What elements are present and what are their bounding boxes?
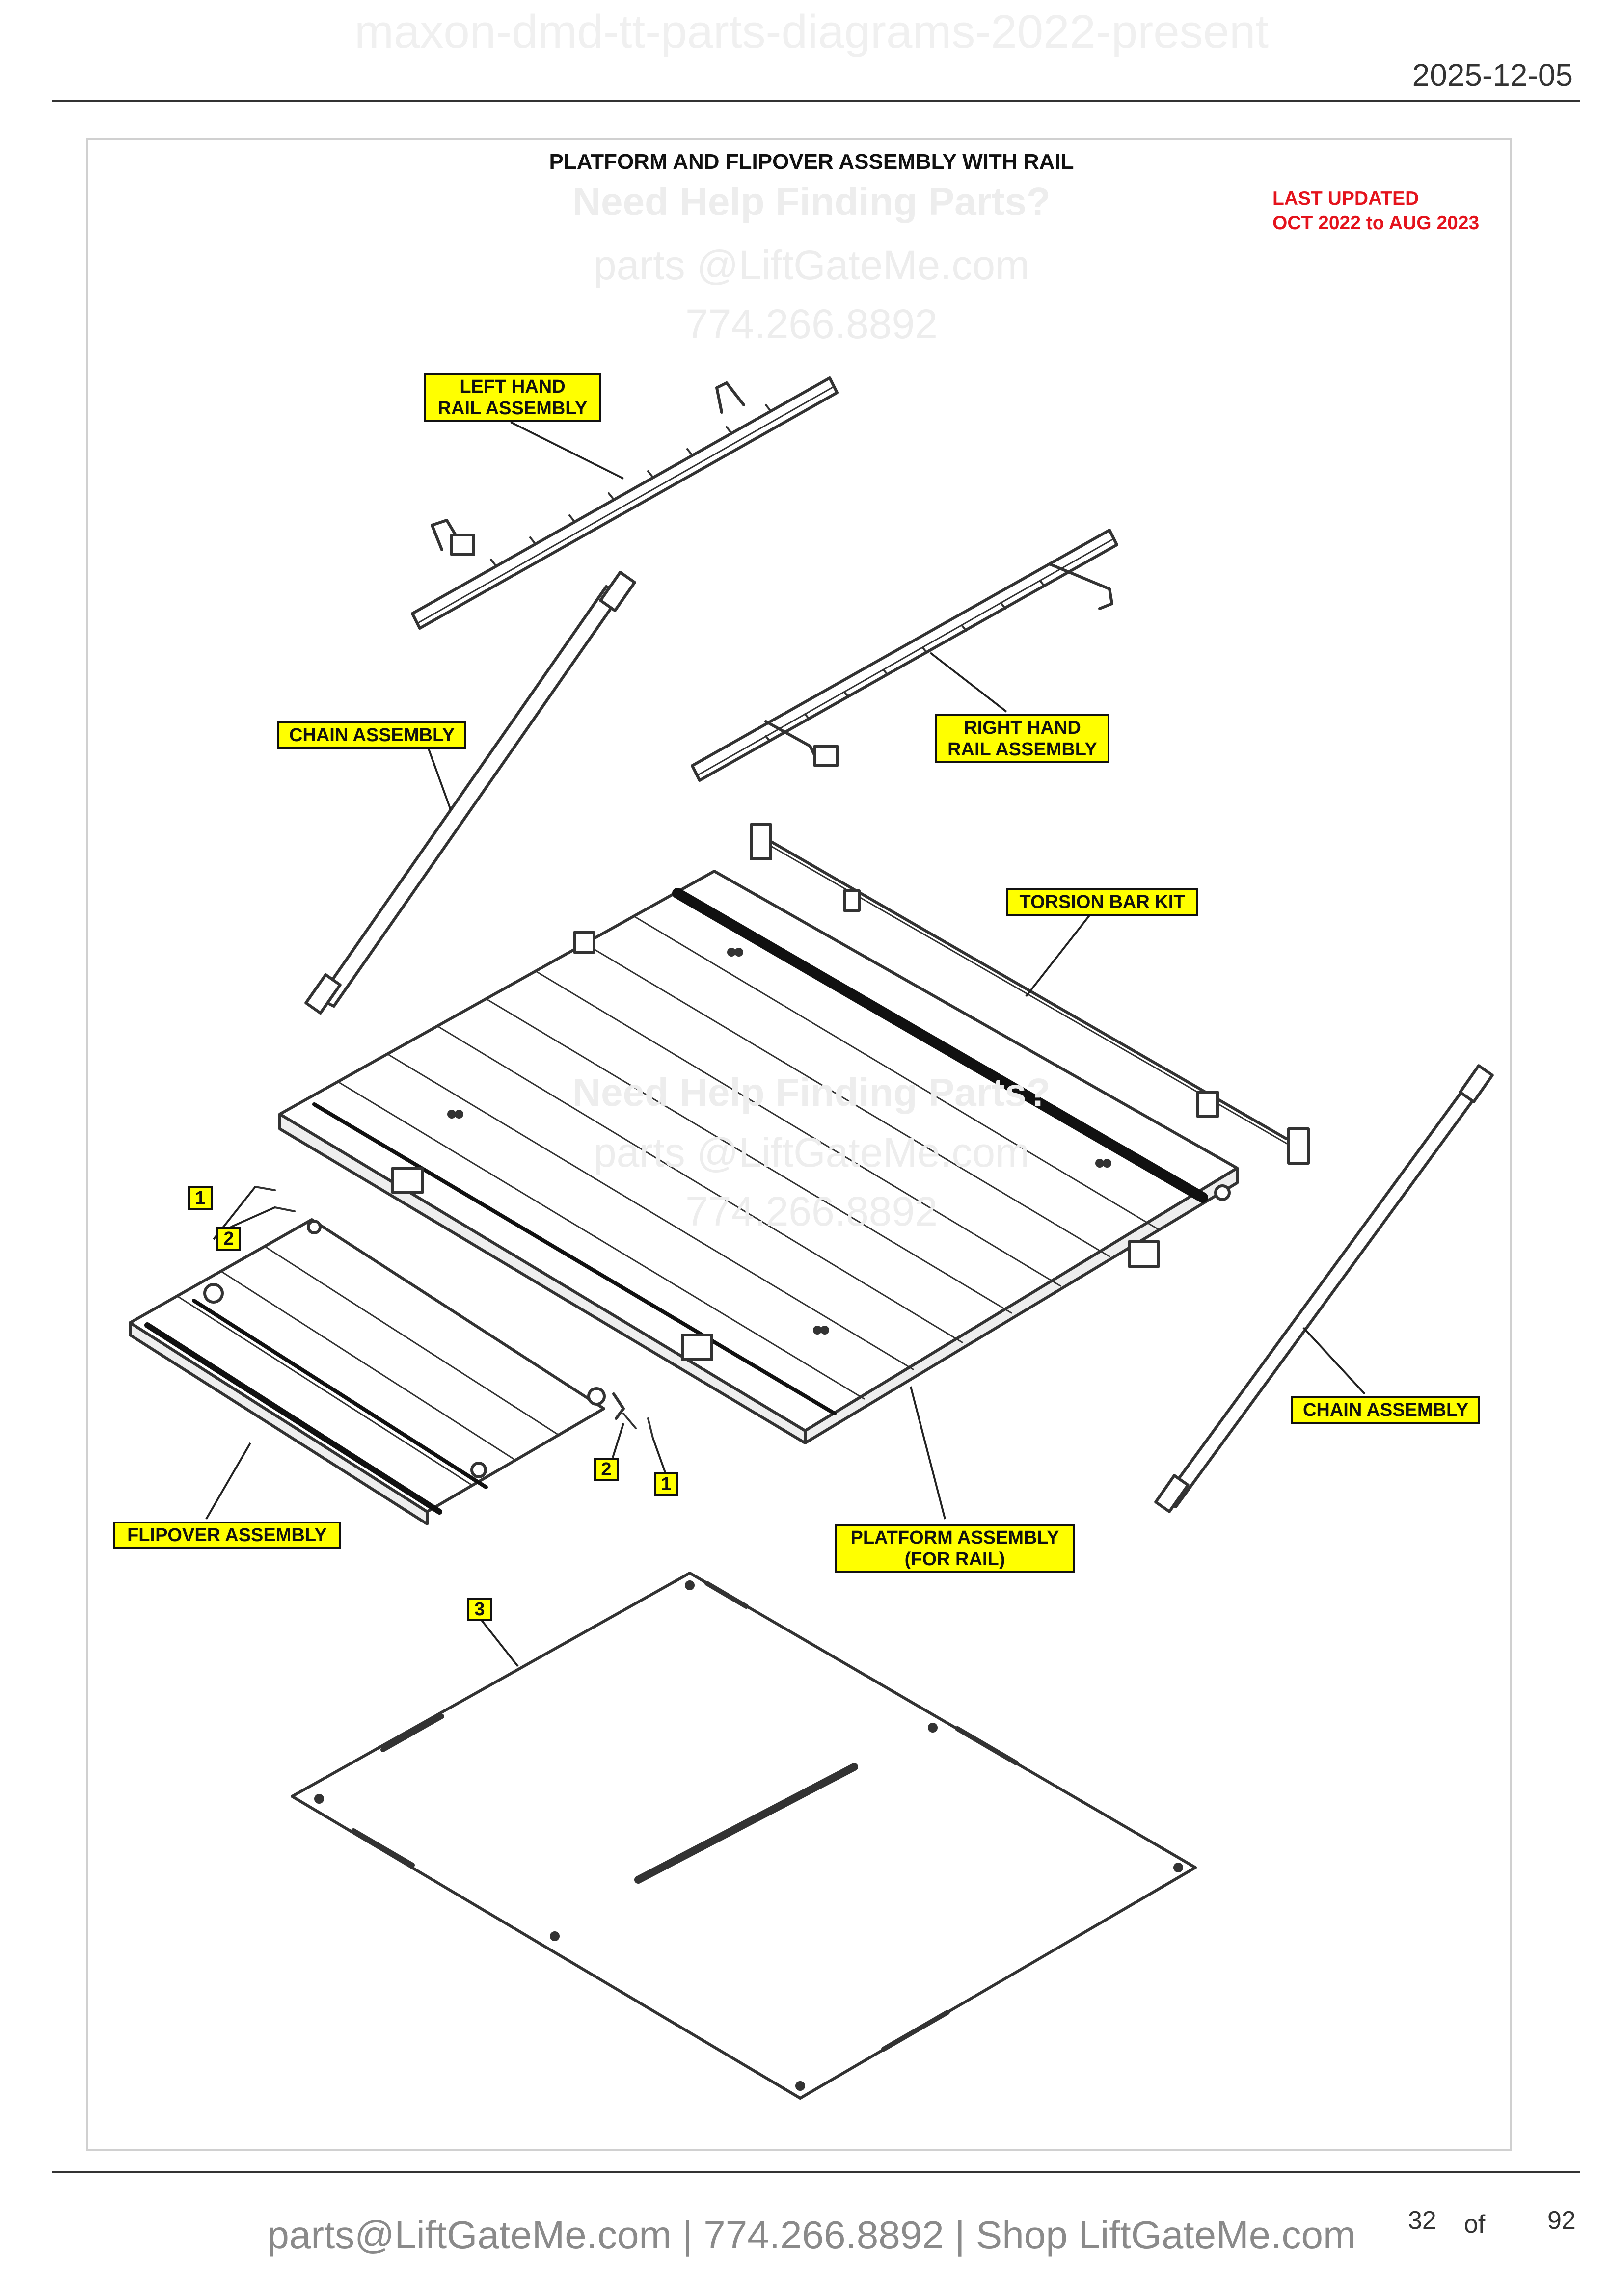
diagram-frame — [86, 138, 1512, 2151]
document-title: maxon-dmd-tt-parts-diagrams-2022-present — [354, 5, 1269, 58]
chain-assembly-left-label: CHAIN ASSEMBLY — [277, 721, 466, 749]
watermark-email-center: parts @LiftGateMe.com — [593, 1129, 1030, 1175]
platform-assembly-label: PLATFORM ASSEMBLY (FOR RAIL) — [835, 1524, 1075, 1573]
header-divider — [52, 100, 1580, 102]
watermark-help: Need Help Finding Parts? — [572, 180, 1051, 223]
left-hand-rail-assembly-label: LEFT HAND RAIL ASSEMBLY — [424, 373, 601, 422]
leader-lines — [205, 421, 1366, 1667]
footer-contact: parts@LiftGateMe.com | 774.266.8892 | Sh… — [267, 2213, 1356, 2257]
right-chain-drawing — [1154, 1064, 1494, 1513]
bottom-plate-drawing — [291, 1572, 1197, 2100]
right-hand-rail-label-line1: RIGHT HAND — [964, 718, 1081, 738]
flipover-assembly-label: FLIPOVER ASSEMBLY — [113, 1522, 341, 1549]
document-date: 2025-12-05 — [1412, 57, 1573, 93]
left-hand-rail-label-line2: RAIL ASSEMBLY — [437, 398, 588, 419]
diagram-title: PLATFORM AND FLIPOVER ASSEMBLY WITH RAIL — [549, 150, 1074, 174]
item-number-3: 3 — [467, 1598, 492, 1621]
right-hand-rail-assembly-label: RIGHT HAND RAIL ASSEMBLY — [935, 714, 1109, 763]
right-hand-rail-drawing — [691, 529, 1118, 782]
left-hand-rail-drawing — [411, 376, 839, 630]
platform-assembly-label-line2: (FOR RAIL) — [904, 1549, 1005, 1570]
page-of: of — [1464, 2210, 1486, 2239]
watermark-phone-center: 774.266.8892 — [685, 1188, 938, 1234]
torsion-bar-kit-label: TORSION BAR KIT — [1006, 888, 1198, 916]
watermark-email: parts @LiftGateMe.com — [593, 242, 1030, 288]
footer-divider — [52, 2171, 1580, 2173]
left-chain-drawing — [304, 571, 636, 1015]
item-number-1-upper: 1 — [188, 1186, 213, 1210]
watermark-help-center: Need Help Finding Parts? — [572, 1070, 1051, 1114]
last-updated-label: LAST UPDATED — [1272, 188, 1419, 209]
chain-assembly-right-label: CHAIN ASSEMBLY — [1291, 1396, 1480, 1424]
page-current: 32 — [1408, 2206, 1436, 2235]
hardware-pins — [254, 1186, 654, 1439]
page-total: 92 — [1547, 2206, 1576, 2235]
item-number-2-lower: 2 — [594, 1458, 619, 1481]
platform-drawing — [278, 870, 1239, 1444]
last-updated-range: OCT 2022 to AUG 2023 — [1272, 213, 1480, 234]
left-hand-rail-label-line1: LEFT HAND — [460, 376, 566, 397]
last-updated-note: LAST UPDATED OCT 2022 to AUG 2023 — [1272, 187, 1479, 236]
watermark-phone: 774.266.8892 — [685, 301, 938, 347]
platform-assembly-label-line1: PLATFORM ASSEMBLY — [850, 1527, 1059, 1548]
item-number-1-lower: 1 — [654, 1472, 678, 1496]
flipover-drawing — [129, 1218, 625, 1525]
item-number-2-upper: 2 — [216, 1227, 241, 1251]
right-hand-rail-label-line2: RAIL ASSEMBLY — [947, 739, 1097, 760]
